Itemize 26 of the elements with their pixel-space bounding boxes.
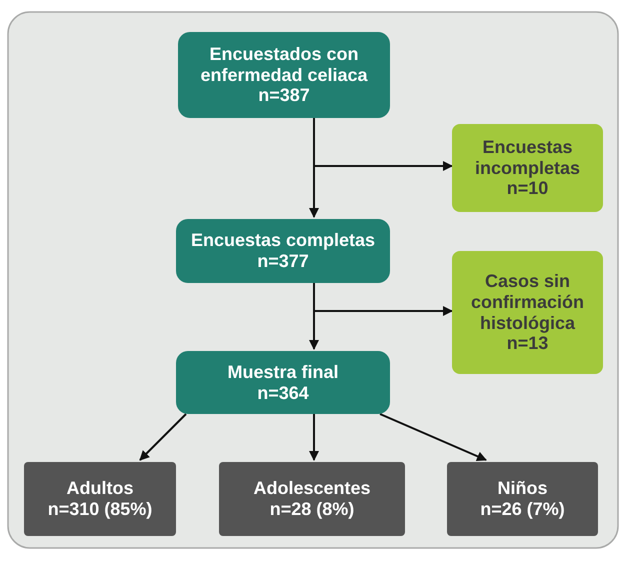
group-box bbox=[24, 462, 176, 536]
group-box bbox=[447, 462, 598, 536]
arrow bbox=[313, 283, 453, 316]
process-box bbox=[178, 32, 390, 118]
count-text: n=377 bbox=[257, 251, 309, 272]
count-text: n=26 (7%) bbox=[480, 499, 565, 520]
box-title: Muestra final bbox=[227, 362, 339, 382]
exclusion-box bbox=[452, 251, 603, 374]
box-title: Adultos bbox=[66, 478, 134, 499]
exclusion-box bbox=[452, 124, 603, 212]
process-box bbox=[176, 351, 390, 414]
group-box bbox=[219, 462, 405, 536]
count-text: n=387 bbox=[258, 85, 310, 106]
arrow bbox=[380, 413, 487, 461]
count-text: n=28 (8%) bbox=[270, 499, 354, 520]
arrow bbox=[139, 413, 187, 461]
arrow bbox=[309, 414, 319, 461]
count-text: n=364 bbox=[257, 382, 309, 404]
box-title: Niños bbox=[497, 478, 548, 499]
box-title: Adolescentes bbox=[253, 478, 371, 499]
count-text: n=13 bbox=[506, 333, 548, 354]
count-text: n=310 (85%) bbox=[48, 499, 152, 520]
box-title: Encuestas completas bbox=[190, 230, 376, 251]
count-text: n=10 bbox=[506, 178, 548, 200]
process-box bbox=[176, 219, 390, 283]
arrow bbox=[313, 118, 453, 171]
